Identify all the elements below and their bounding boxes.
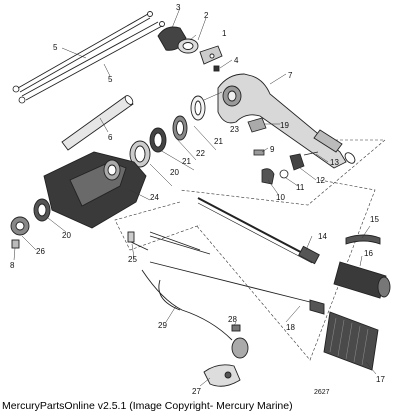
diagram-number: 2627 [314,389,330,396]
callout-4: 4 [234,56,239,65]
grip-sleeve [333,234,391,299]
callout-23: 23 [230,125,239,134]
bushing-stack [129,95,206,168]
callout-21-a: 21 [214,137,223,146]
throttle-shift-cables [12,11,165,104]
callout-1: 1 [222,29,227,38]
callout-2: 2 [204,11,209,20]
callout-20-b: 20 [62,231,71,240]
callout-9: 9 [270,145,275,154]
tiller-handle-arm [217,73,356,169]
lower-housing [43,151,147,229]
harness-and-cover [127,231,249,387]
callout-27: 27 [192,387,201,396]
callout-28: 28 [228,315,237,324]
callout-22: 22 [196,149,205,158]
callout-5-b: 5 [108,75,113,84]
callout-10: 10 [276,193,285,202]
upper-bracket [157,26,223,72]
exploded-parts-diagram: 1 2 3 4 5 5 6 7 8 9 10 11 12 13 14 15 16… [10,3,391,396]
callout-3: 3 [176,3,181,12]
lower-left-parts [10,198,51,249]
callout-7: 7 [288,71,293,80]
tiller-tube [61,95,134,151]
callout-19: 19 [280,121,289,130]
callout-26: 26 [36,247,45,256]
callout-25: 25 [128,255,137,264]
callout-20-a: 20 [170,168,179,177]
throttle-grip-assembly [149,261,379,371]
callout-13: 13 [330,158,339,167]
callout-15: 15 [370,215,379,224]
callout-17: 17 [376,375,385,384]
callout-5-a: 5 [53,43,58,52]
callout-16: 16 [364,249,373,258]
callout-24: 24 [150,193,159,202]
copyright-caption: MercuryPartsOnline v2.5.1 (Image Copyrig… [2,400,293,412]
callout-18: 18 [286,323,295,332]
callout-leaders [13,7,377,387]
throttle-small-parts [247,117,319,185]
callout-14: 14 [318,232,327,241]
callout-21-b: 21 [182,157,191,166]
callout-11: 11 [296,183,305,192]
callout-numbers: 1 2 3 4 5 5 6 7 8 9 10 11 12 13 14 15 16… [10,3,385,396]
callout-29: 29 [158,321,167,330]
callout-8: 8 [10,261,15,270]
callout-6: 6 [108,133,113,142]
callout-12: 12 [316,176,325,185]
throttle-shaft [149,197,320,265]
